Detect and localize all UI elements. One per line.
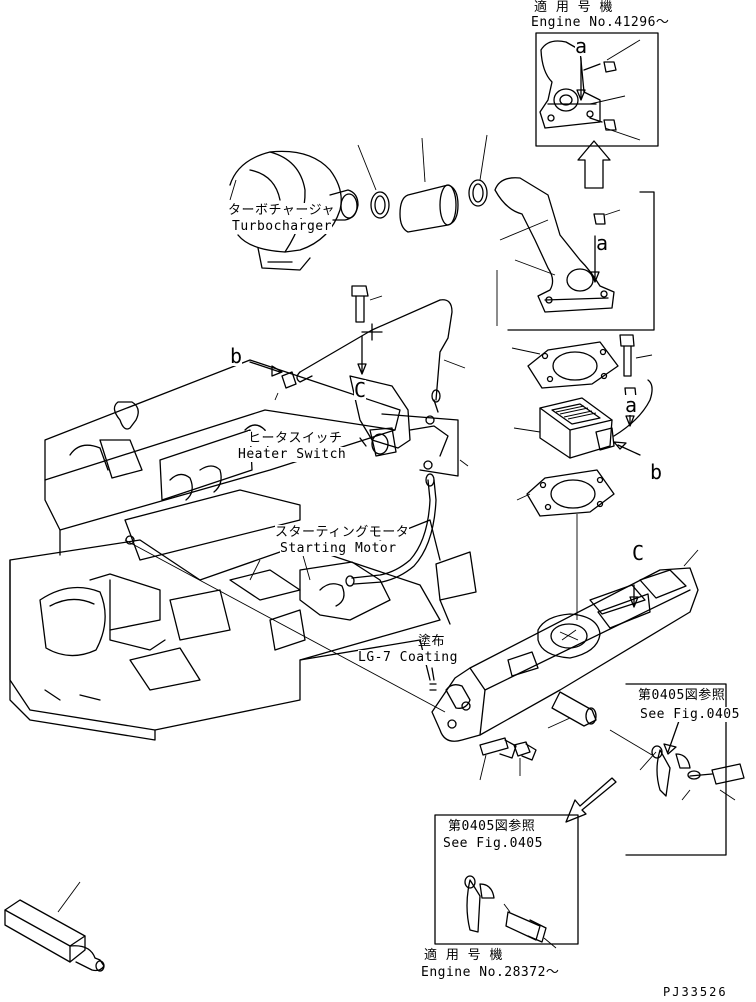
coating-label-en: LG-7 Coating (358, 650, 458, 665)
see-fig-bottom-jp: 第0405図参照 (448, 819, 536, 834)
top-bolt (351, 285, 383, 323)
starting-motor-label-jp: スターティングモータ (275, 525, 410, 540)
see-fig-right-en: See Fig.0405 (640, 707, 740, 722)
hose-and-clamps (357, 134, 488, 233)
engine-no-bottom: Engine No.28372～ (421, 965, 560, 980)
see-fig-bottom-en: See Fig.0405 (443, 836, 543, 851)
heater-block (513, 379, 653, 459)
inset-top-right (535, 32, 659, 147)
starting-motor-cable (345, 473, 437, 587)
up-arrow (577, 140, 611, 189)
turbocharger-drawing (229, 150, 359, 271)
see-fig-right-jp: 第0405図参照 (638, 688, 726, 703)
heater-switch-label-en: Heater Switch (238, 447, 347, 462)
seefig-bottom-box (434, 814, 579, 949)
callout-c-manifold: C (632, 541, 645, 565)
coating-label-jp: 塗布 (418, 634, 446, 649)
gasket-lower (516, 469, 615, 620)
callout-a-elbow: a (596, 231, 609, 255)
applicable-engine-bottom-jp: 適 用 号 機 (424, 948, 503, 963)
diagonal-arrow (565, 777, 617, 823)
callout-b-left: b (230, 344, 243, 368)
callout-a-inset: a (575, 34, 588, 58)
turbocharger-label-jp: ターボチャージャ (228, 203, 335, 218)
intake-manifold (431, 549, 699, 742)
turbocharger-label-en: Turbocharger (232, 219, 332, 234)
elbow-connector (494, 177, 655, 331)
tool-bar (4, 881, 105, 972)
callout-b-right: b (650, 460, 663, 484)
gasket-upper (511, 341, 619, 389)
pipe-piece (547, 691, 597, 729)
applicable-engine-top-jp: 適 用 号 機 (534, 0, 613, 15)
heater-switch-label-jp: ヒータスイッチ (248, 431, 343, 446)
engine-no-top: Engine No.41296～ (531, 15, 670, 30)
seefig-right-box (609, 683, 745, 856)
manifold-bolts (429, 667, 537, 781)
page-code: PJ33526 (663, 985, 728, 999)
starting-motor-label-en: Starting Motor (280, 541, 397, 556)
callout-a-heater: a (625, 393, 638, 417)
bolt-right-gasket (619, 334, 653, 377)
engine-block (9, 359, 477, 741)
callout-c-mid: C (354, 378, 367, 402)
